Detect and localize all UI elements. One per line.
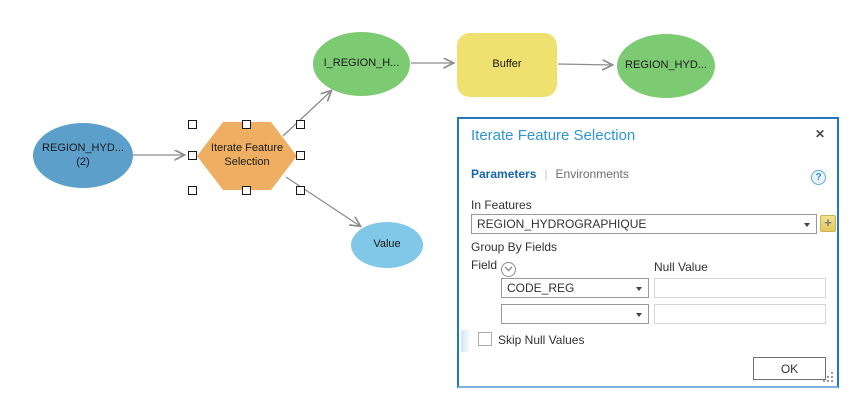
selection-handle[interactable] [296, 151, 305, 160]
node-buffer-tool[interactable]: Buffer [457, 33, 557, 97]
node-label-count: (2) [76, 155, 90, 168]
connector-iterator-to-value [285, 176, 360, 226]
group-by-fields-label: Group By Fields [471, 240, 558, 254]
dialog-title: Iterate Feature Selection [471, 127, 636, 144]
dropdown-arrow-icon[interactable] [804, 223, 810, 227]
node-label: Value [373, 238, 401, 251]
selection-handle[interactable] [242, 186, 251, 195]
node-label: Buffer [492, 58, 522, 71]
selection-handle[interactable] [188, 151, 197, 160]
node-value-variable[interactable]: Value [351, 222, 423, 268]
node-label: I_REGION_H... [323, 57, 400, 70]
help-icon[interactable]: ? [811, 170, 826, 185]
dropdown-arrow-icon[interactable] [636, 287, 642, 291]
dialog-tabs: Parameters | Environments [471, 167, 629, 181]
node-label: Iterate Feature [210, 142, 284, 155]
close-icon[interactable]: ✕ [814, 127, 825, 141]
null-value-input-row2[interactable] [654, 304, 826, 324]
selection-handle[interactable] [188, 120, 197, 129]
node-label: REGION_HYD... [625, 59, 707, 72]
field-label-text: Field [471, 258, 498, 272]
field-combobox-row1[interactable]: CODE_REG [501, 278, 649, 298]
null-value-input-row1[interactable] [654, 278, 826, 298]
selection-handle[interactable] [296, 120, 305, 129]
field-combobox-row2[interactable] [501, 304, 649, 324]
node-label: REGION_HYD... [42, 141, 124, 154]
selection-handle[interactable] [242, 120, 251, 129]
in-features-combobox[interactable]: REGION_HYDROGRAPHIQUE [471, 214, 817, 234]
skip-null-values-label: Skip Null Values [498, 333, 585, 347]
selection-handle[interactable] [188, 186, 197, 195]
node-derived-output[interactable]: REGION_HYD... [617, 34, 715, 98]
node-iterator-hexagon[interactable]: Iterate Feature Selection [197, 122, 297, 190]
selection-handle[interactable] [296, 186, 305, 195]
node-derived-selection[interactable]: I_REGION_H... [313, 32, 410, 96]
resize-grip[interactable] [823, 372, 834, 383]
connector-buffer-to-output [557, 64, 612, 65]
in-features-label: In Features [471, 198, 532, 212]
field-value: CODE_REG [507, 281, 575, 295]
node-label: Selection [224, 156, 270, 168]
tab-separator: | [544, 167, 548, 181]
in-features-value: REGION_HYDROGRAPHIQUE [477, 217, 647, 231]
dropdown-arrow-icon[interactable] [636, 313, 642, 317]
field-label: Field [471, 258, 517, 277]
iterate-feature-selection-dialog: Iterate Feature Selection ✕ Parameters |… [457, 117, 839, 388]
chevron-down-icon[interactable] [501, 261, 517, 277]
node-input-variable[interactable]: REGION_HYD... (2) [33, 123, 133, 188]
connector-iterator-to-selection [282, 91, 331, 137]
ok-button[interactable]: OK [753, 357, 826, 380]
skip-null-values-checkbox[interactable] [478, 332, 492, 346]
row-highlight [461, 330, 471, 352]
null-value-label: Null Value [654, 260, 708, 274]
tab-environments[interactable]: Environments [555, 167, 629, 181]
tab-parameters[interactable]: Parameters [471, 167, 537, 181]
browse-add-data-icon[interactable]: + [820, 215, 836, 232]
